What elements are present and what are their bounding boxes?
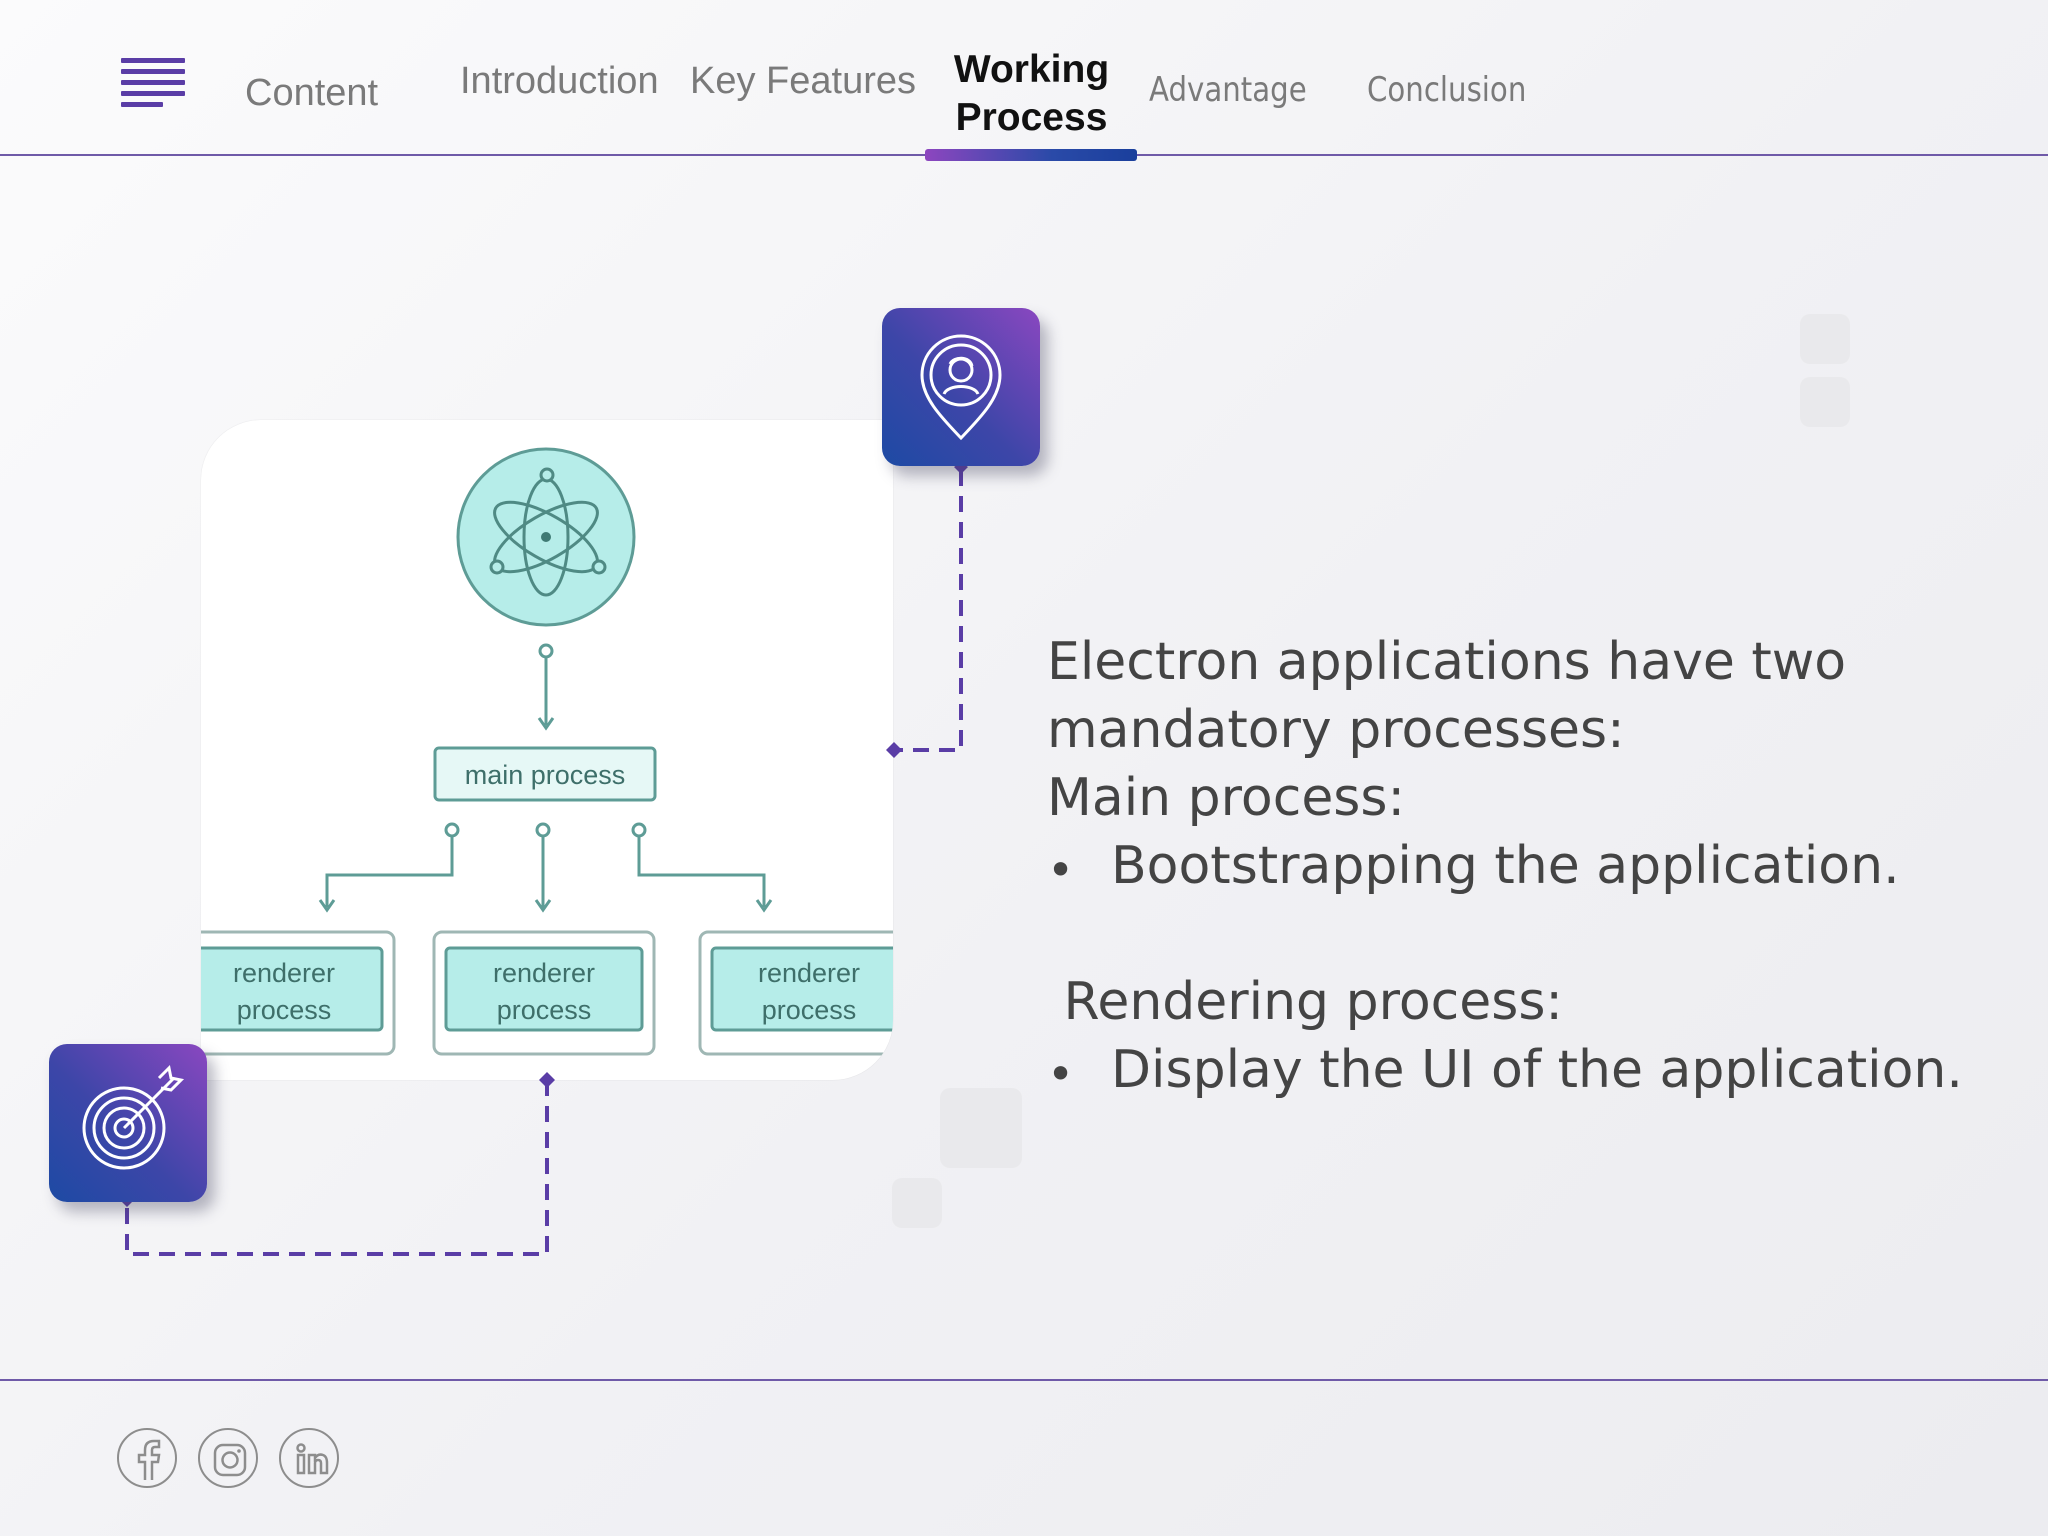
linkedin-icon[interactable] [279, 1428, 339, 1488]
tab-key-features[interactable]: Key Features [690, 60, 916, 102]
svg-text:renderer: renderer [758, 958, 860, 988]
electron-logo-icon [456, 447, 636, 627]
renderer-process-box-left: renderer process [201, 930, 396, 1056]
renderer-process-box-right: renderer process [698, 930, 893, 1056]
menu-icon[interactable] [121, 58, 185, 110]
intro-line-1: Electron applications have two [1047, 632, 1847, 692]
decorative-square [1800, 314, 1850, 364]
tab-conclusion[interactable]: Conclusion [1367, 70, 1527, 110]
footer-divider [0, 1379, 2048, 1381]
svg-text:process: process [237, 995, 332, 1025]
main-process-bullet: Bootstrapping the application. [1047, 832, 1987, 904]
tab-introduction[interactable]: Introduction [460, 60, 659, 102]
tab-content[interactable]: Content [245, 72, 379, 114]
svg-text:renderer: renderer [493, 958, 595, 988]
svg-text:renderer: renderer [233, 958, 335, 988]
tab-advantage[interactable]: Advantage [1149, 70, 1307, 110]
decorative-square [940, 1088, 1022, 1168]
electron-process-diagram: main process renderer process renderer p… [201, 420, 893, 1080]
active-tab-indicator [925, 149, 1137, 161]
decorative-square [892, 1178, 942, 1228]
user-location-pin-icon[interactable] [882, 308, 1040, 466]
facebook-icon[interactable] [117, 1428, 177, 1488]
rendering-process-heading: Rendering process: [1047, 972, 1563, 1032]
svg-text:process: process [762, 995, 857, 1025]
intro-line-2: mandatory processes: [1047, 700, 1625, 760]
process-description: Electron applications have two mandatory… [1047, 628, 1987, 1108]
renderer-process-box-center: renderer process [432, 930, 656, 1056]
tab-working-process[interactable]: Working Process [953, 48, 1110, 139]
decorative-square [1800, 377, 1850, 427]
main-process-heading: Main process: [1047, 768, 1406, 828]
main-process-label: main process [465, 760, 626, 790]
svg-text:process: process [497, 995, 592, 1025]
top-navigation: Content Introduction Key Features Workin… [0, 0, 2048, 161]
main-process-box [433, 746, 657, 802]
instagram-icon[interactable] [198, 1428, 258, 1488]
target-arrow-icon[interactable] [49, 1044, 207, 1202]
rendering-process-bullet: Display the UI of the application. [1047, 1036, 1987, 1108]
